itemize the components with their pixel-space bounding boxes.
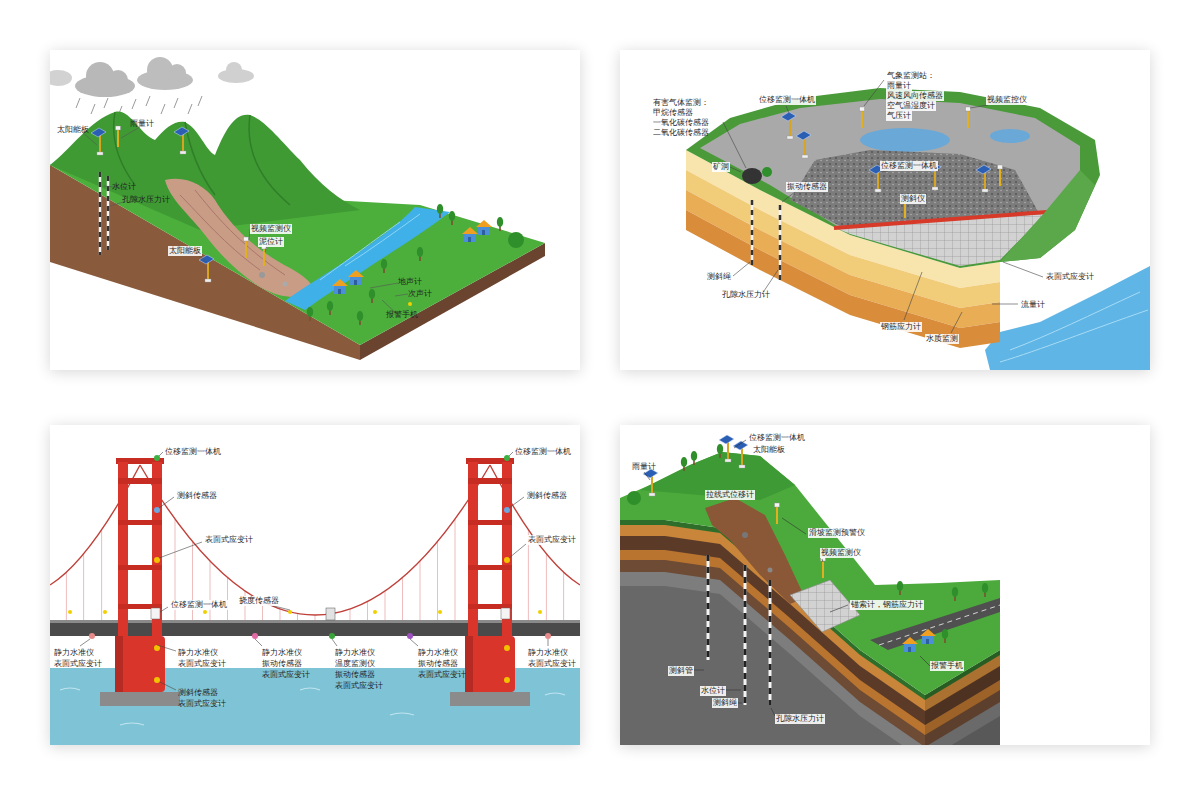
callout-label: 风速风向传感器 (886, 91, 944, 101)
debris-flow-scene (50, 57, 545, 360)
callout-label: 测斜传感器 (178, 688, 218, 698)
callout-label: 视频监测仪 (820, 548, 862, 558)
callout-label: 表面式应变计 (54, 659, 102, 669)
callout-label: 气压计 (886, 111, 912, 121)
callout-label: 测斜管 (668, 666, 694, 676)
callout-label: 位移监测一体机 (880, 161, 938, 171)
callout-label: 太阳能板 (168, 246, 202, 256)
callout-label: 位移监测一体机 (165, 447, 221, 457)
callout-label: 静力水准仪 (54, 648, 94, 658)
callout-label: 静力水准仪 (418, 648, 458, 658)
callout-label: 二氧化碳传感器 (653, 128, 709, 138)
callout-label: 位移监测一体机 (515, 447, 571, 457)
callout-label: 次声计 (408, 289, 432, 299)
callout-label: 报警手机 (386, 310, 418, 320)
bridge-scene (50, 452, 580, 745)
callout-label: 太阳能板 (57, 125, 89, 135)
callout-label: 孔隙水压力计 (722, 290, 770, 300)
callout-label: 测斜传感器 (526, 491, 568, 501)
slope-scene (620, 435, 1000, 745)
callout-label: 视频监控仪 (986, 95, 1028, 105)
callout-label: 静力水准仪 (262, 648, 302, 658)
callout-label: 钢筋应力计 (880, 322, 922, 332)
callout-label: 测斜传感器 (176, 491, 218, 501)
callout-label: 表面式应变计 (335, 681, 383, 691)
callout-label: 水位计 (112, 182, 136, 192)
callout-label: 表面式应变计 (178, 699, 226, 709)
callout-label: 表面式应变计 (178, 659, 226, 669)
callout-label: 表面式应变计 (527, 535, 577, 545)
callout-label: 测斜绳 (712, 698, 738, 708)
callout-label: 报警手机 (930, 661, 964, 671)
callout-label: 滑坡监测预警仪 (808, 528, 866, 538)
callout-label: 甲烷传感器 (653, 108, 693, 118)
callout-label: 水质监测 (925, 334, 959, 344)
callout-label: 测斜绳 (707, 272, 731, 282)
callout-label: 静力水准仪 (528, 648, 568, 658)
mine-scene (686, 80, 1150, 370)
callout-label: 振动传感器 (262, 659, 302, 669)
callout-label: 振动传感器 (786, 182, 828, 192)
callout-label: 雨量计 (886, 81, 912, 91)
callout-label: 空气温湿度计 (886, 101, 936, 111)
callout-label: 雨量计 (632, 462, 656, 472)
callout-label: 挠度传感器 (238, 596, 280, 606)
callout-label: 拉线式位移计 (705, 490, 755, 500)
callout-label: 位移监测一体机 (758, 95, 816, 105)
callout-label: 温度监测仪 (335, 659, 375, 669)
callout-label: 锚索计，钢筋应力计 (850, 600, 924, 610)
callout-label: 振动传感器 (418, 659, 458, 669)
callout-label: 地声计 (398, 277, 422, 287)
callout-label: 一氧化碳传感器 (653, 118, 709, 128)
callout-label: 孔隙水压力计 (122, 195, 170, 205)
callout-label: 水位计 (700, 686, 726, 696)
tower (465, 455, 515, 692)
callout-label: 振动传感器 (335, 670, 375, 680)
callout-label: 表面式应变计 (418, 670, 466, 680)
callout-label: 表面式应变计 (262, 670, 310, 680)
callout-label: 静力水准仪 (335, 648, 375, 658)
callout-label: 雨量计 (130, 119, 154, 129)
callout-label: 表面式应变计 (204, 535, 254, 545)
callout-label: 流量计 (1020, 300, 1046, 310)
callout-label: 测斜仪 (900, 194, 926, 204)
callout-label: 有害气体监测： (653, 98, 709, 108)
callout-label: 太阳能板 (752, 445, 786, 455)
callout-label: 视频监测仪 (250, 224, 292, 234)
callout-label: 静力水准仪 (178, 648, 218, 658)
callout-label: 矿洞 (712, 162, 730, 172)
callout-label: 表面式应变计 (1045, 272, 1095, 282)
callout-label: 气象监测站： (886, 71, 936, 81)
callout-label: 位移监测一体机 (748, 433, 806, 443)
callout-label: 表面式应变计 (528, 659, 576, 669)
callout-label: 位移监测一体机 (170, 600, 228, 610)
callout-label: 泥位计 (258, 237, 284, 247)
callout-label: 孔隙水压力计 (775, 714, 825, 724)
tower (115, 455, 165, 692)
